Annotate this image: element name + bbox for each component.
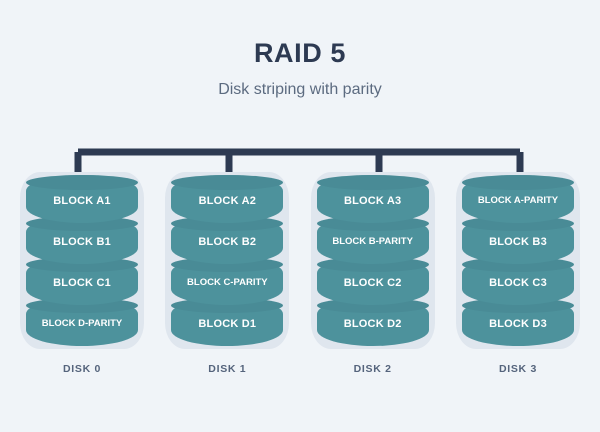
disk-block[interactable]: BLOCK D-PARITY: [26, 298, 138, 346]
disk-block[interactable]: BLOCK C3: [461, 257, 574, 305]
disk-block[interactable]: BLOCK B1: [26, 216, 138, 264]
block-label: BLOCK D2: [343, 318, 402, 330]
disk-block[interactable]: BLOCK C1: [26, 257, 138, 305]
disk-block[interactable]: BLOCK D2: [316, 298, 429, 346]
disk-label: DISK 1: [208, 363, 247, 375]
block-label: BLOCK C1: [53, 277, 111, 289]
disk-block[interactable]: BLOCK A-PARITY: [461, 175, 574, 223]
block-label: BLOCK D3: [489, 318, 547, 330]
block-label: BLOCK C-PARITY: [187, 277, 268, 288]
disk-stack: BLOCK A-PARITY BLOCK B3 BLOCK C3 BLOCK D…: [450, 172, 586, 349]
page-title: RAID 5: [253, 38, 347, 68]
cylinder-top-ellipse: [171, 175, 284, 190]
disk-column-3[interactable]: BLOCK A-PARITY BLOCK B3 BLOCK C3 BLOCK D…: [450, 172, 586, 382]
disk-label: DISK 3: [498, 363, 537, 375]
block-label: BLOCK B2: [198, 236, 257, 248]
disk-block[interactable]: BLOCK C-PARITY: [171, 257, 284, 305]
disk-column-1[interactable]: BLOCK A2 BLOCK B2 BLOCK C-PARITY BLOCK D…: [159, 172, 295, 382]
page-subtitle: Disk striping with parity: [218, 81, 382, 98]
disk-block[interactable]: BLOCK C2: [316, 257, 429, 305]
disk-column-0[interactable]: BLOCK A1 BLOCK B1 BLOCK C1 BLOCK D-PARIT…: [14, 172, 150, 382]
disk-block[interactable]: BLOCK B3: [461, 216, 574, 264]
cylinder-top-ellipse: [461, 175, 574, 190]
disk-block[interactable]: BLOCK B2: [171, 216, 284, 264]
block-label: BLOCK B1: [53, 236, 111, 248]
disk-block[interactable]: BLOCK A2: [171, 175, 284, 223]
block-label: BLOCK C2: [343, 277, 402, 289]
disk-stack: BLOCK A2 BLOCK B2 BLOCK C-PARITY BLOCK D…: [159, 172, 295, 349]
block-label: BLOCK A1: [53, 195, 111, 207]
block-label: BLOCK B-PARITY: [332, 236, 413, 247]
block-label: BLOCK A-PARITY: [477, 195, 559, 206]
cylinder-top-ellipse: [316, 175, 429, 190]
disk-block[interactable]: BLOCK D1: [171, 298, 284, 346]
block-label: BLOCK A2: [198, 195, 257, 207]
disk-block[interactable]: BLOCK B-PARITY: [316, 216, 429, 264]
disk-stack: BLOCK A3 BLOCK B-PARITY BLOCK C2 BLOCK D…: [305, 172, 441, 349]
disk-block[interactable]: BLOCK A1: [26, 175, 138, 223]
disk-label: DISK 0: [62, 363, 102, 375]
cylinder-top-ellipse: [26, 175, 138, 190]
block-label: BLOCK B3: [489, 236, 547, 248]
block-label: BLOCK D-PARITY: [41, 318, 123, 329]
disk-block[interactable]: BLOCK D3: [461, 298, 574, 346]
disk-block[interactable]: BLOCK A3: [316, 175, 429, 223]
disk-column-2[interactable]: BLOCK A3 BLOCK B-PARITY BLOCK C2 BLOCK D…: [305, 172, 441, 382]
disk-stack: BLOCK A1 BLOCK B1 BLOCK C1 BLOCK D-PARIT…: [14, 172, 150, 349]
disk-label: DISK 2: [353, 363, 392, 375]
block-label: BLOCK C3: [489, 277, 547, 289]
block-label: BLOCK A3: [343, 195, 402, 207]
disk-array: BLOCK A1 BLOCK B1 BLOCK C1 BLOCK D-PARIT…: [14, 172, 586, 382]
block-label: BLOCK D1: [198, 318, 257, 330]
